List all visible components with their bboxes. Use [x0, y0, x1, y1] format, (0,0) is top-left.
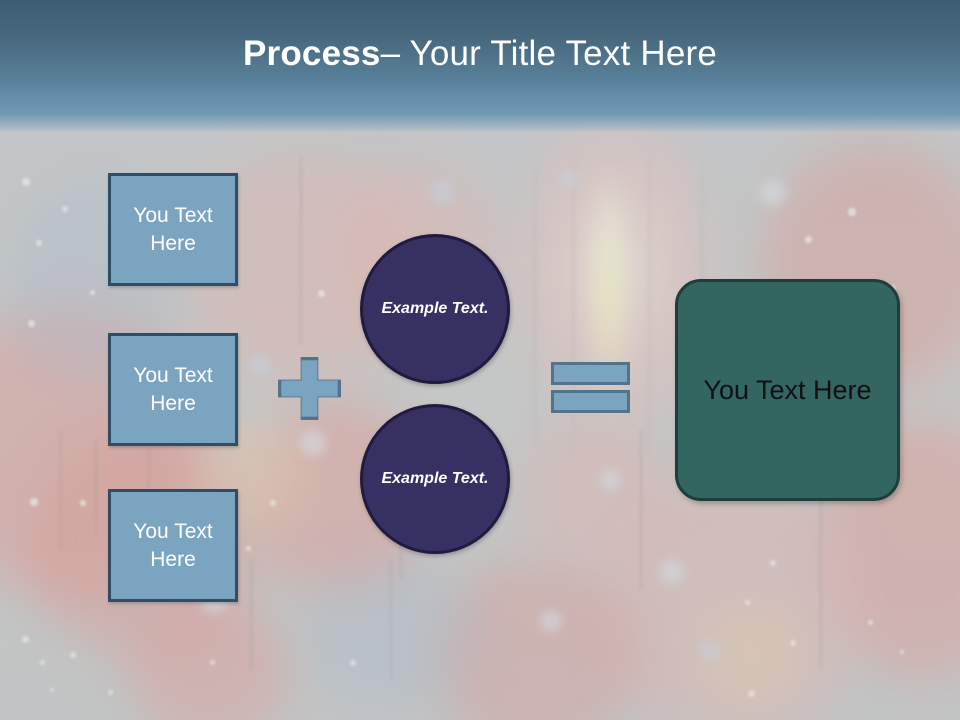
background-bokeh-soft	[430, 180, 454, 204]
background-string	[60, 430, 62, 550]
equals-icon-bar-bottom	[551, 390, 630, 413]
background-lantern-rib	[533, 150, 537, 450]
background-bokeh	[108, 690, 113, 695]
background-bokeh	[246, 546, 251, 551]
background-bokeh	[210, 660, 215, 665]
background-bokeh	[28, 320, 35, 327]
background-lantern-blob	[300, 560, 480, 710]
background-lantern-rib	[648, 140, 651, 460]
background-bokeh	[70, 652, 76, 658]
background-bokeh-soft	[300, 430, 326, 456]
example-circle-1-label: Example Text.	[381, 299, 489, 317]
example-circle-1[interactable]: Example Text.	[360, 234, 510, 384]
background-bokeh	[848, 208, 856, 216]
input-box-3[interactable]: You Text Here	[108, 489, 238, 602]
background-string	[640, 430, 642, 590]
background-bokeh	[868, 620, 873, 625]
equals-icon-bar-top	[551, 362, 630, 385]
background-string	[390, 560, 392, 680]
background-bokeh-soft	[760, 180, 786, 206]
background-string	[95, 440, 97, 535]
background-bokeh	[900, 650, 904, 654]
background-bokeh	[270, 500, 276, 506]
page-title-rest: – Your Title Text Here	[380, 34, 718, 73]
background-bokeh-soft	[560, 170, 578, 188]
background-lantern-rib	[572, 140, 575, 460]
background-bokeh	[62, 206, 68, 212]
page-title-strong: Process	[242, 34, 381, 73]
result-box-label: You Text Here	[703, 374, 872, 405]
background-bokeh	[745, 600, 750, 605]
input-box-1-label: You Text Here	[133, 203, 213, 255]
example-circle-2-label: Example Text.	[381, 469, 489, 487]
background-bokeh	[22, 636, 29, 643]
background-bokeh	[790, 640, 796, 646]
background-bokeh-soft	[700, 640, 720, 660]
background-bokeh	[40, 660, 45, 665]
background-bokeh	[90, 290, 95, 295]
page-title: Process – Your Title Text Here	[0, 0, 960, 132]
background-string	[820, 440, 822, 670]
background-string	[148, 415, 150, 545]
example-circle-2[interactable]: Example Text.	[360, 404, 510, 554]
background-bokeh	[30, 498, 38, 506]
background-bokeh	[22, 178, 30, 186]
background-bokeh	[50, 688, 54, 692]
result-box[interactable]: You Text Here	[675, 279, 900, 501]
background-bokeh	[36, 240, 42, 246]
input-box-3-label: You Text Here	[133, 519, 213, 571]
background-bokeh-soft	[660, 560, 684, 584]
background-bokeh	[770, 560, 776, 566]
background-bokeh	[748, 690, 755, 697]
background-bokeh-soft	[250, 355, 270, 375]
background-bokeh	[805, 236, 812, 243]
input-box-2-label: You Text Here	[133, 363, 213, 415]
background-bokeh	[80, 500, 86, 506]
background-string	[300, 155, 302, 345]
background-bokeh	[350, 660, 356, 666]
background-bokeh-soft	[600, 470, 620, 490]
background-bokeh-soft	[540, 610, 562, 632]
title-bar	[0, 0, 960, 132]
background-bokeh	[318, 290, 325, 297]
input-box-1[interactable]: You Text Here	[108, 173, 238, 286]
background-lantern-blob	[430, 560, 640, 720]
input-box-2[interactable]: You Text Here	[108, 333, 238, 446]
background-string	[250, 560, 252, 670]
